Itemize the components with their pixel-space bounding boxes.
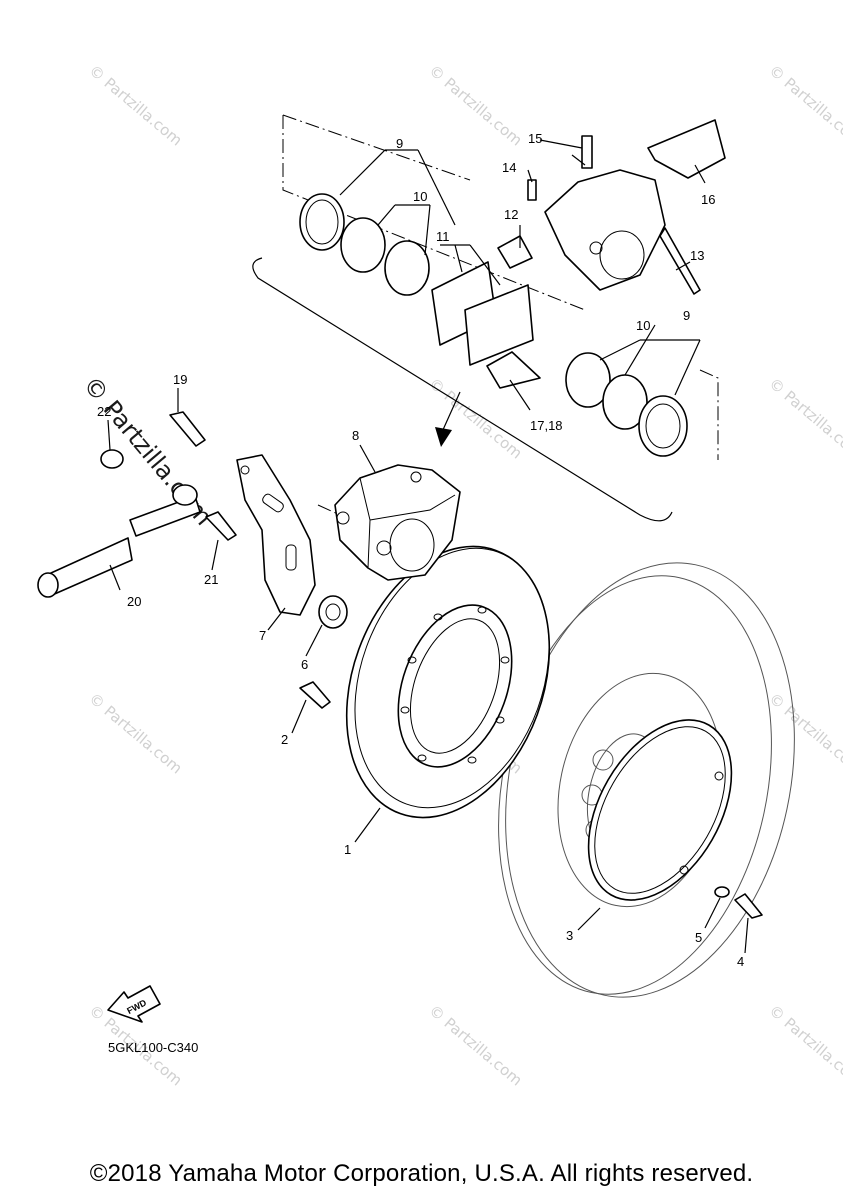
callout-9: 9 (396, 136, 403, 151)
exploded-internals (299, 119, 726, 457)
watermark: © Partzilla.com (765, 1001, 843, 1089)
watermark: © Partzilla.com (85, 689, 185, 777)
watermark: © Partzilla.com (765, 61, 843, 149)
callout-12: 12 (504, 207, 518, 222)
callout-4: 4 (737, 954, 744, 969)
callout-7: 7 (259, 628, 266, 643)
diagram-code: 5GKL100-C340 (108, 1040, 199, 1055)
callout-2: 2 (281, 732, 288, 747)
callout-13: 13 (690, 248, 704, 263)
callout-11: 11 (436, 229, 450, 244)
leader-lines (107, 139, 749, 954)
callout-16: 16 (701, 192, 715, 207)
callout-19: 19 (173, 372, 187, 387)
watermark: © Partzilla.com (85, 61, 185, 149)
callout-15: 15 (528, 131, 542, 146)
callout-5: 5 (695, 930, 702, 945)
watermark: © Partzilla.com (425, 374, 525, 462)
callout-21: 21 (204, 572, 218, 587)
copyright-notice: ©2018 Yamaha Motor Corporation, U.S.A. A… (89, 1160, 754, 1187)
nut (100, 449, 124, 469)
callout-14: 14 (502, 160, 516, 175)
collar (318, 595, 348, 629)
fwd-arrow-icon: FWD (107, 985, 161, 1023)
callout-10: 10 (636, 318, 650, 333)
caliper-bracket (236, 454, 316, 616)
hub-ring (587, 719, 733, 901)
callout-8: 8 (352, 428, 359, 443)
callout-22: 22 (97, 404, 111, 419)
brake-caliper (334, 464, 461, 581)
callout-6: 6 (301, 657, 308, 672)
callout-1: 1 (344, 842, 351, 857)
callouts: 9 10 11 12 13 14 15 16 10 9 17,18 19 22 … (97, 131, 744, 969)
callout-17-18: 17,18 (530, 418, 563, 433)
watermark: © Partzilla.com (425, 1001, 525, 1089)
callout-20: 20 (127, 594, 141, 609)
torque-rod (37, 484, 201, 598)
watermark: © Partzilla.com (765, 689, 843, 777)
callout-10: 10 (413, 189, 427, 204)
callout-9: 9 (683, 308, 690, 323)
callout-3: 3 (566, 928, 573, 943)
watermark: © Partzilla.com (765, 374, 843, 462)
watermark: © Partzilla.com (425, 61, 525, 149)
bolts (169, 227, 763, 919)
brake-disc (345, 545, 551, 819)
